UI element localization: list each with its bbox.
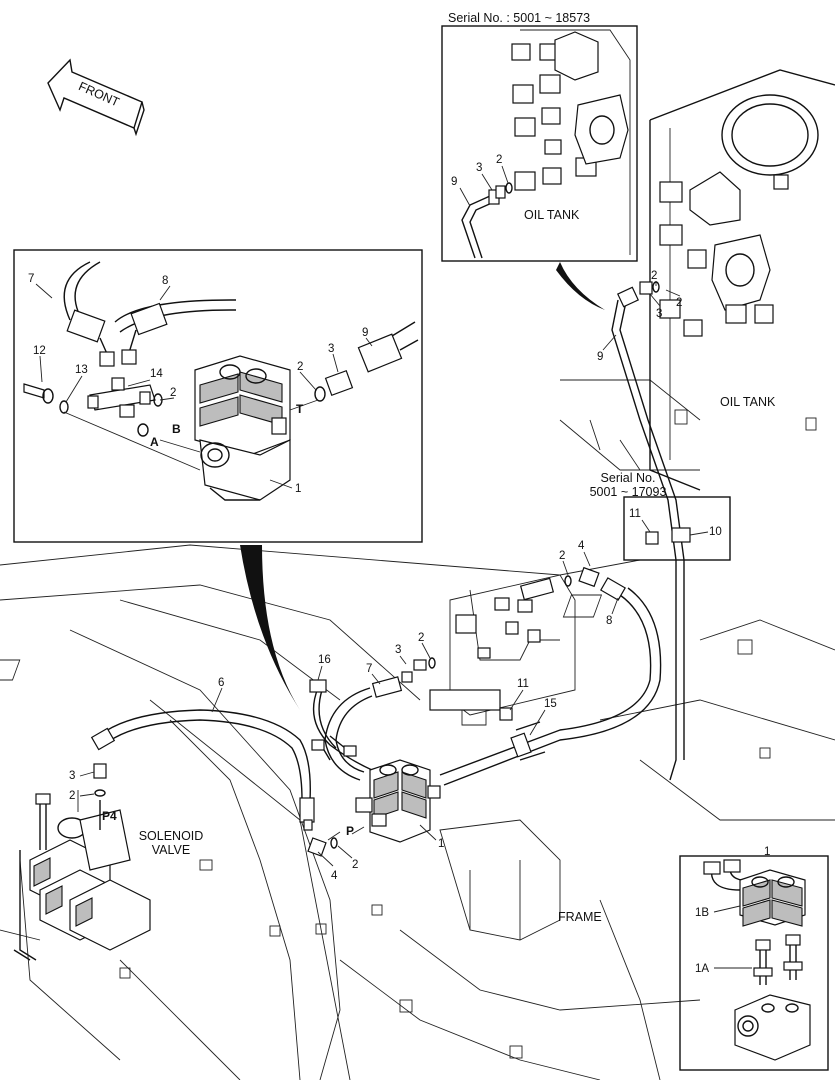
callout-2: 2 bbox=[676, 297, 682, 309]
callout-4: 4 bbox=[331, 870, 338, 882]
clamp-serial-line1: Serial No. bbox=[600, 471, 656, 485]
callout-9: 9 bbox=[362, 327, 368, 339]
callout-8: 8 bbox=[162, 275, 168, 287]
callout-1: 1 bbox=[438, 838, 444, 850]
oil-tank-label: OIL TANK bbox=[720, 395, 776, 409]
inset-valve-detail: 7 8 12 13 14 2 A B T 2 3 9 1 bbox=[13, 249, 423, 543]
inset-connector-arrow-top bbox=[556, 262, 605, 310]
solenoid-valve-drawing bbox=[13, 763, 151, 961]
inset-oil-tank-serial: 9 3 2 bbox=[441, 25, 638, 262]
callout-2: 2 bbox=[297, 361, 303, 373]
machine-frame-outline bbox=[0, 379, 835, 1080]
inset-callout-1: 1 bbox=[764, 846, 770, 858]
inset-callout-1A: 1A bbox=[695, 963, 709, 975]
inset-oil-tank-label: OIL TANK bbox=[524, 208, 580, 222]
main-callouts: 2 4 8 2 3 2 9 11 10 2 3 7 16 11 15 6 3 2… bbox=[69, 270, 722, 882]
inset-valve-assembly: 1 1B 1A bbox=[679, 846, 829, 1071]
front-arrow: FRONT bbox=[47, 58, 145, 137]
clamp-serial-line2: 5001 ~ 17093 bbox=[589, 485, 667, 499]
callout-7: 7 bbox=[366, 663, 372, 675]
callout-6: 6 bbox=[218, 677, 224, 689]
solenoid-valve-label-line1: SOLENOID bbox=[138, 829, 204, 843]
inset-serial-label: Serial No. : 5001 ~ 18573 bbox=[448, 11, 591, 25]
callout-3: 3 bbox=[656, 308, 662, 320]
callout-10: 10 bbox=[709, 526, 722, 538]
frame-label: FRAME bbox=[558, 910, 602, 924]
callout-4: 4 bbox=[578, 540, 585, 552]
callout-14: 14 bbox=[150, 368, 163, 380]
callout-11: 11 bbox=[517, 678, 529, 690]
inset-callout-1B: 1B bbox=[695, 907, 709, 919]
main-control-valve bbox=[307, 759, 441, 857]
callout-2: 2 bbox=[418, 632, 424, 644]
callout-8: 8 bbox=[606, 615, 612, 627]
port-label-P: P bbox=[346, 824, 354, 838]
port-label-B: B bbox=[172, 422, 181, 436]
callout-15: 15 bbox=[544, 698, 557, 710]
callout-11: 11 bbox=[629, 508, 641, 520]
callout-3: 3 bbox=[395, 644, 401, 656]
callout-2: 2 bbox=[651, 270, 657, 282]
oil-tank-drawing bbox=[649, 69, 835, 491]
callout-2: 2 bbox=[170, 387, 176, 399]
callout-16: 16 bbox=[318, 654, 331, 666]
callout-9: 9 bbox=[597, 351, 603, 363]
inset-callout-9: 9 bbox=[451, 176, 457, 188]
callout-3: 3 bbox=[69, 770, 75, 782]
callout-12: 12 bbox=[33, 345, 46, 357]
port-label-A: A bbox=[150, 435, 159, 449]
callout-1: 1 bbox=[295, 483, 301, 495]
main-valve-stack bbox=[413, 566, 600, 726]
port-label-P4: P4 bbox=[102, 809, 117, 823]
inset-connector-arrow-left bbox=[240, 545, 300, 710]
callout-2: 2 bbox=[352, 859, 358, 871]
port-label-T: T bbox=[296, 402, 304, 416]
callout-13: 13 bbox=[75, 364, 88, 376]
hose-clamps bbox=[499, 496, 731, 761]
callout-3: 3 bbox=[328, 343, 334, 355]
callout-2: 2 bbox=[69, 790, 75, 802]
inset-callout-2: 2 bbox=[496, 154, 502, 166]
solenoid-valve-label-line2: VALVE bbox=[151, 843, 191, 857]
inset-callout-3: 3 bbox=[476, 162, 482, 174]
callout-2: 2 bbox=[559, 550, 565, 562]
callout-7: 7 bbox=[28, 273, 34, 285]
